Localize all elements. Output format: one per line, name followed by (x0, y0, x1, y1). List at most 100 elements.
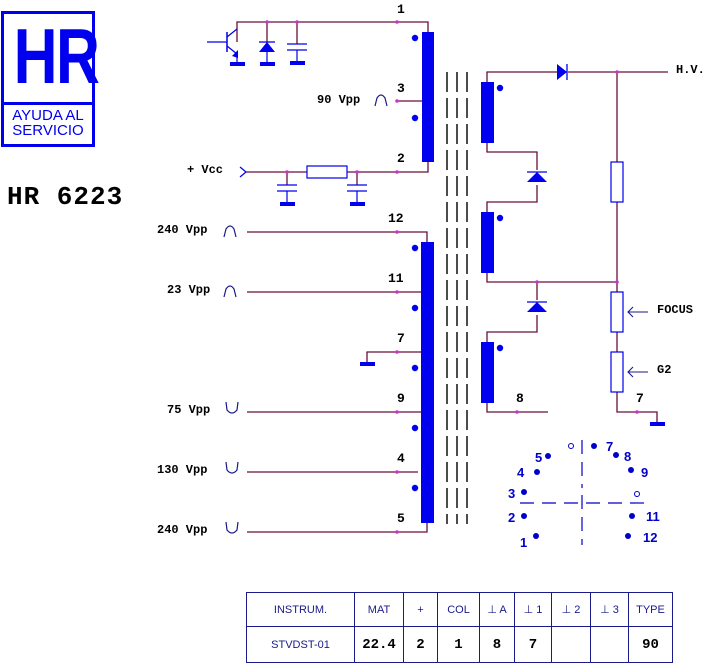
focus-arrow-icon (627, 306, 648, 318)
hv-winding-2 (481, 212, 494, 273)
junction-node (395, 290, 399, 294)
polarity-dot (411, 484, 419, 492)
logo-divider (4, 102, 92, 105)
ground-icon (350, 202, 365, 206)
diode-icon (259, 41, 275, 66)
junction-node (535, 280, 539, 284)
polarity-dot (411, 304, 419, 312)
polarity-dot (411, 424, 419, 432)
value-mat: 22.4 (354, 626, 404, 663)
value-plus: 2 (403, 626, 438, 663)
g2-arrow-icon (627, 366, 648, 378)
negative-pulse-icon (225, 401, 239, 414)
diode-body (527, 172, 547, 182)
ground-icon (260, 62, 275, 66)
socket-pin-dot (521, 489, 527, 495)
socket-pin-12: 12 (643, 530, 658, 545)
socket-pin-dot (613, 452, 619, 458)
resistor-icon (306, 165, 348, 179)
signal-label-pin3: 90 Vpp (317, 93, 361, 107)
ground-icon (290, 61, 305, 65)
polarity-dot (496, 214, 504, 222)
spec-header-row: INSTRUM. MAT + COL ⊥ A ⊥ 1 ⊥ 2 ⊥ 3 TYPE (246, 592, 673, 627)
hv-winding-3 (481, 342, 494, 403)
junction-node (395, 170, 399, 174)
polarity-dot (496, 344, 504, 352)
polarity-dot (411, 244, 419, 252)
wiper-head (627, 366, 634, 378)
socket-pin-dot (534, 469, 540, 475)
logo-mark: HR (13, 12, 100, 100)
value-col: 1 (437, 626, 480, 663)
input-arrow-icon (239, 166, 247, 178)
header-col: COL (437, 592, 480, 627)
logo-subtitle: AYUDA AL SERVICIO (4, 108, 92, 138)
diode-body (557, 64, 567, 80)
negative-pulse-icon (225, 521, 239, 534)
value-instrum: STVDST-01 (246, 626, 355, 663)
junction-node (295, 20, 299, 24)
junction-node (615, 70, 619, 74)
header-ground-1: ⊥ 1 (514, 592, 552, 627)
wire-pin1 (236, 21, 429, 42)
negative-pulse-icon (225, 461, 239, 474)
hv-output-label: H.V. (676, 63, 705, 77)
socket-empty-pin (568, 443, 574, 449)
junction-node (395, 530, 399, 534)
transistor-collector (226, 28, 238, 38)
focus-pot-icon (610, 291, 624, 333)
header-instrum: INSTRUM. (246, 592, 355, 627)
diode-icon (527, 301, 547, 312)
header-ground-2: ⊥ 2 (551, 592, 591, 627)
junction-node (635, 410, 639, 414)
pin-label-5: 5 (397, 511, 405, 526)
junction-node (515, 410, 519, 414)
diode-icon (527, 171, 547, 182)
polarity-dot (411, 364, 419, 372)
positive-pulse-icon (223, 285, 237, 298)
socket-view (520, 440, 652, 545)
logo-line2: SERVICIO (12, 122, 84, 139)
junction-node (395, 99, 399, 103)
junction-node (265, 20, 269, 24)
wiper-head (627, 306, 634, 318)
pin-label-7: 7 (397, 331, 405, 346)
model-number: HR 6223 (7, 182, 124, 212)
junction-node (355, 170, 359, 174)
wire-pin12 (247, 231, 428, 242)
pin-label-7-focus: 7 (636, 391, 644, 406)
socket-pin-9: 9 (641, 465, 649, 480)
logo-line1: AYUDA AL (12, 107, 84, 124)
pin-label-1: 1 (397, 2, 405, 17)
signal-label-pin9: 75 Vpp (167, 403, 211, 417)
focus-label: FOCUS (657, 303, 694, 317)
transistor-emitter (226, 45, 238, 55)
spec-table: INSTRUM. MAT + COL ⊥ A ⊥ 1 ⊥ 2 ⊥ 3 TYPE … (246, 592, 673, 663)
components (207, 28, 665, 545)
diode-body (527, 302, 547, 312)
polarity-dot (411, 34, 419, 42)
capacitor-icon (287, 43, 307, 65)
wire-pin7 (366, 351, 428, 362)
positive-pulse-icon (374, 94, 388, 107)
transistor-icon (207, 28, 245, 66)
pin-label-12: 12 (388, 211, 404, 226)
signal-label-pin4: 130 Vpp (157, 463, 208, 477)
socket-empty-pin (634, 491, 640, 497)
value-ground-1: 7 (514, 626, 552, 663)
header-type: TYPE (628, 592, 673, 627)
primary-winding (422, 32, 434, 162)
ground-icon (650, 422, 665, 426)
diode-body (259, 42, 275, 52)
ground-icon (230, 62, 245, 66)
socket-pin-4: 4 (517, 465, 525, 480)
socket-pin-dot (628, 467, 634, 473)
capacitor-icon (347, 184, 367, 206)
header-ground-3: ⊥ 3 (590, 592, 629, 627)
signal-label-pin11: 23 Vpp (167, 283, 211, 297)
secondary-winding (421, 242, 434, 523)
value-ground-a: 8 (479, 626, 515, 663)
socket-pin-dot (591, 443, 597, 449)
socket-pin-8: 8 (624, 449, 632, 464)
pin-label-2: 2 (397, 151, 405, 166)
